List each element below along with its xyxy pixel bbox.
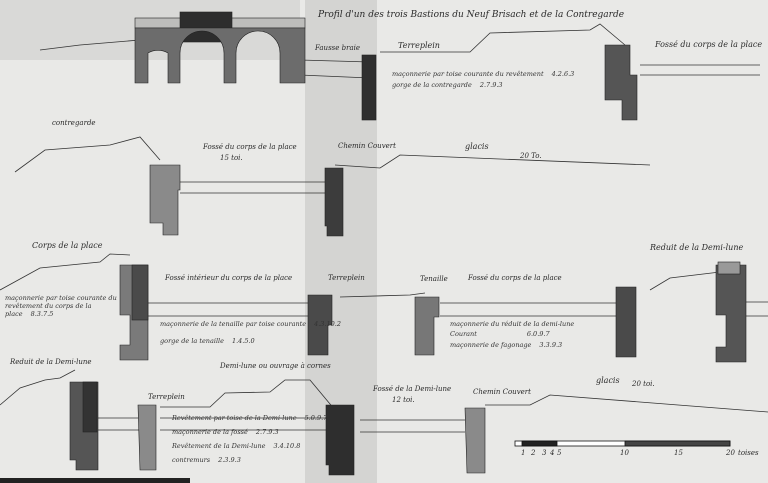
label-fosse-interieur: Fossé intérieur du corps de la place	[165, 274, 293, 282]
bottom-edge	[0, 478, 190, 483]
label-tenaille: Tenaille	[420, 275, 448, 283]
ledger-value: 2.3.9.3	[218, 456, 241, 464]
label-corps-de-la-place: Corps de la place	[32, 241, 103, 250]
ledger-label: contremurs	[172, 456, 211, 464]
ledger-label: Revêtement par toise de la Demi-lune	[172, 414, 297, 422]
ledger-value: 4.2.6.3	[551, 70, 575, 78]
ledger-row: maçonnerie du réduit de la demi-lune	[450, 320, 582, 328]
ledger-label: maçonnerie par toise courante du revêtem…	[5, 294, 117, 318]
scale-tick: 1	[521, 449, 526, 457]
scale-unit: toises	[738, 449, 759, 457]
ledger-row: maçonnerie par toise courante du revêtem…	[392, 70, 574, 78]
label-reduit-demi-lune: Reduit de la Demi-lune	[650, 243, 744, 252]
ledger-label: gorge de la tenaille	[160, 337, 224, 345]
ledger-row: maçonnerie de la tenaille par toise cour…	[160, 320, 341, 328]
ledger-row: gorge de la contregarde 2.7.9.3	[392, 81, 503, 89]
ledger-value: 2.7.9.3	[479, 81, 503, 89]
ledger-row: maçonnerie de fagonage 3.3.9.3	[450, 341, 562, 349]
label-fosse-width: 12 toi.	[392, 396, 415, 404]
ledger-label: gorge de la contregarde	[392, 81, 472, 89]
ledger-row: Revêtement par toise de la Demi-lune 5.0.…	[172, 414, 327, 422]
ledger-value: 8.3.7.5	[30, 310, 54, 318]
label-glacis-width: 20 To.	[520, 152, 542, 160]
scale-tick: 15	[674, 449, 683, 457]
label-reduit-demi-lune: Reduit de la Demi-lune	[10, 358, 92, 366]
ledger-value: 2.7.9.3	[255, 428, 279, 436]
ledger-row: Revêtement de la Demi-lune 3.4.10.8	[172, 442, 300, 450]
label-fosse-corps-place: Fossé du corps de la place	[655, 40, 763, 49]
row2-contregarde-profile	[14, 136, 161, 173]
row3-corps-profile	[0, 253, 131, 291]
scale-tick: 5	[557, 449, 562, 457]
ledger-row: maçonnerie de la fossé 2.7.9.3	[172, 428, 279, 436]
ledger-value: 3.3.9.3	[539, 341, 563, 349]
row4-reduit-profile	[0, 369, 76, 406]
ledger-value: 3.4.10.8	[273, 442, 301, 450]
row4-glacis-profile	[485, 394, 768, 413]
label-fosse-corps-place: Fossé du corps de la place	[203, 143, 297, 151]
scale-tick: 20	[726, 449, 735, 457]
label-fosse-corps-place: Fossé du corps de la place	[468, 274, 562, 282]
row2-glacis-profile	[334, 154, 651, 169]
scale-tick: 2	[531, 449, 536, 457]
masonry-sections	[69, 11, 747, 476]
label-terreplein: Terreplein	[148, 393, 185, 401]
label-contregarde: contregarde	[52, 119, 96, 127]
label-chemin-couvert: Chemin Couvert	[473, 388, 531, 396]
ledger-label: maçonnerie par toise courante du revêtem…	[392, 70, 544, 78]
ledger-label: Courant	[450, 330, 477, 338]
label-chemin-couvert: Chemin Couvert	[338, 142, 396, 150]
ledger-row: Courant 6.0.9.7	[450, 330, 550, 338]
label-fosse-demi-lune: Fossé de la Demi-lune	[373, 385, 452, 393]
ledger-label: maçonnerie du réduit de la demi-lune	[450, 320, 575, 328]
label-glacis-width: 20 toi.	[632, 380, 655, 388]
ledger-value: 5.0.9.7	[304, 414, 328, 422]
ledger-value: 1.4.5.0	[231, 337, 255, 345]
ledger-row: maçonnerie par toise courante du revêtem…	[5, 294, 117, 318]
label-glacis: glacis	[465, 142, 489, 151]
ledger-label: maçonnerie de fagonage	[450, 341, 532, 349]
ledger-label: Revêtement de la Demi-lune	[172, 442, 266, 450]
ledger-row: gorge de la tenaille 1.4.5.0	[160, 337, 255, 345]
scale-tick: 4	[550, 449, 555, 457]
ledger-value: 4.3.10.2	[314, 320, 341, 328]
label-terreplein: Terreplein	[398, 41, 440, 50]
scale-tick: 3	[542, 449, 547, 457]
ledger-row: contremurs 2.3.9.3	[172, 456, 241, 464]
scale-tick: 10	[620, 449, 629, 457]
scale-bar	[514, 440, 731, 447]
label-glacis: glacis	[596, 376, 620, 385]
label-fosse-width: 15 toi.	[220, 154, 243, 162]
drawing-title: Profil d'un des trois Bastions du Neuf B…	[318, 10, 625, 20]
ledger-label: maçonnerie de la fossé	[172, 428, 248, 436]
ledger-label: maçonnerie de la tenaille par toise cour…	[160, 320, 307, 328]
label-terreplein: Terreplein	[328, 274, 365, 282]
row4-demilune-profile	[160, 379, 336, 411]
label-fausse-braie: Fausse braie	[315, 44, 360, 52]
label-demi-lune: Demi-lune ou ouvrage à cornes	[220, 362, 331, 370]
row1-terreplein-profile	[380, 23, 626, 53]
ledger-value: 6.0.9.7	[526, 330, 550, 338]
